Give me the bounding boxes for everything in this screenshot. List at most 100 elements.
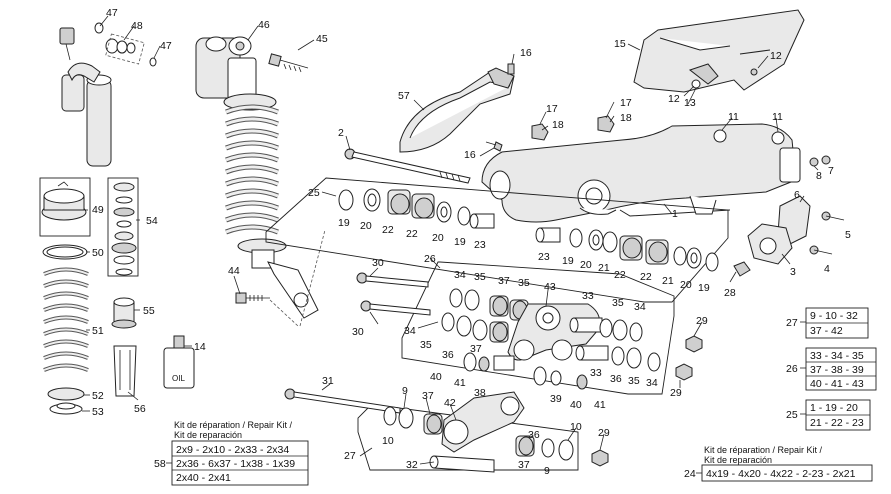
label-37: 37 [498, 275, 510, 287]
label-55: 55 [143, 305, 155, 317]
label-12: 12 [770, 50, 782, 62]
kit-58-row: 2x40 - 2x41 [176, 472, 231, 484]
label-20: 20 [360, 220, 372, 232]
kit-58-table: Kit de réparation / Repair Kit / Kit de … [154, 420, 309, 486]
shock-parts-column [39, 177, 195, 415]
kit-58-title-line1: Kit de réparation / Repair Kit / [174, 420, 293, 430]
label-31: 31 [322, 375, 334, 387]
label-8: 8 [816, 170, 822, 182]
label-27: 27 [344, 450, 356, 462]
linkage-bolts-30 [356, 272, 431, 316]
label-28: 28 [724, 287, 736, 299]
kit-27-row: 37 - 42 [810, 325, 843, 337]
label-17: 17 [546, 103, 558, 115]
label-35: 35 [518, 277, 530, 289]
label-34: 34 [404, 325, 416, 337]
label-40: 40 [430, 371, 442, 383]
label-54: 54 [146, 215, 158, 227]
label-34: 34 [454, 269, 466, 281]
dogbone-parts [284, 388, 574, 473]
label-22: 22 [406, 228, 418, 240]
top-hardware [485, 63, 831, 167]
bearing-set-left [338, 188, 495, 229]
label-34: 34 [634, 301, 646, 313]
label-13: 13 [684, 97, 696, 109]
label-35: 35 [612, 297, 624, 309]
label-10: 10 [570, 421, 582, 433]
kit-27-table: 27 9 - 10 - 32 37 - 42 [786, 307, 869, 339]
label-17: 17 [620, 97, 632, 109]
leader-lines [82, 15, 819, 465]
label-23: 23 [474, 239, 486, 251]
label-33: 33 [590, 367, 602, 379]
label-20: 20 [432, 232, 444, 244]
label-29: 29 [696, 315, 708, 327]
label-37: 37 [422, 390, 434, 402]
label-4: 4 [824, 263, 830, 275]
label-37: 37 [518, 459, 530, 471]
label-19: 19 [698, 282, 710, 294]
label-43: 43 [544, 281, 556, 293]
label-15: 15 [614, 38, 626, 50]
label-39: 39 [550, 393, 562, 405]
label-18: 18 [552, 119, 564, 131]
kit-24-row: 4x19 - 4x20 - 4x22 - 2-23 - 2x21 [706, 468, 856, 480]
label-35: 35 [474, 271, 486, 283]
label-19: 19 [454, 236, 466, 248]
label-6: 6 [794, 189, 800, 201]
label-40: 40 [570, 399, 582, 411]
label-29: 29 [670, 387, 682, 399]
kit-25-row: 21 - 22 - 23 [810, 417, 864, 429]
label-37: 37 [470, 343, 482, 355]
label-29: 29 [598, 427, 610, 439]
label-2: 2 [338, 127, 344, 139]
label-49: 49 [92, 204, 104, 216]
label-20: 20 [680, 279, 692, 291]
label-9: 9 [544, 465, 550, 477]
label-23: 23 [538, 251, 550, 263]
kit-27-row: 9 - 10 - 32 [810, 310, 858, 322]
label-35: 35 [628, 375, 640, 387]
label-22: 22 [640, 271, 652, 283]
shock-bolt-44 [235, 292, 270, 304]
label-38: 38 [474, 387, 486, 399]
label-5: 5 [845, 229, 851, 241]
label-21: 21 [662, 275, 674, 287]
label-46: 46 [258, 19, 270, 31]
label-47: 47 [106, 7, 118, 19]
chain-guard-15 [633, 9, 805, 93]
label-48: 48 [131, 20, 143, 32]
label-52: 52 [92, 390, 104, 402]
chain-guide-3-6 [733, 195, 845, 277]
label-42: 42 [444, 397, 456, 409]
coil-spring [225, 104, 279, 235]
label-36: 36 [528, 429, 540, 441]
label-11: 11 [772, 111, 783, 123]
kit-25-table: 25 1 - 19 - 20 21 - 22 - 23 [786, 399, 871, 431]
label-11: 11 [728, 111, 739, 123]
label-26: 26 [424, 253, 436, 265]
label-33: 33 [582, 290, 594, 302]
kit-24-label: 24 [684, 468, 696, 480]
label-18: 18 [620, 112, 632, 124]
label-35: 35 [420, 339, 432, 351]
label-16: 16 [520, 47, 532, 59]
swingarm-axle-2 [344, 148, 471, 184]
label-34: 34 [646, 377, 658, 389]
kit-24-title-line2: Kit de reparación [704, 455, 772, 465]
kit-25-frame [265, 177, 729, 303]
label-44: 44 [228, 265, 240, 277]
kit-58-row: 2x36 - 6x37 - 1x38 - 1x39 [176, 458, 295, 470]
label-3: 3 [790, 266, 796, 278]
label-56: 56 [134, 403, 146, 415]
kit-26-row: 40 - 41 - 43 [810, 378, 864, 390]
label-36: 36 [610, 373, 622, 385]
kit-27-label: 27 [786, 317, 798, 329]
label-32: 32 [406, 459, 418, 471]
rear-shock-absorber [195, 36, 319, 319]
kit-27-frame [357, 405, 579, 471]
kit-58-label: 58 [154, 458, 166, 470]
label-10: 10 [382, 435, 394, 447]
